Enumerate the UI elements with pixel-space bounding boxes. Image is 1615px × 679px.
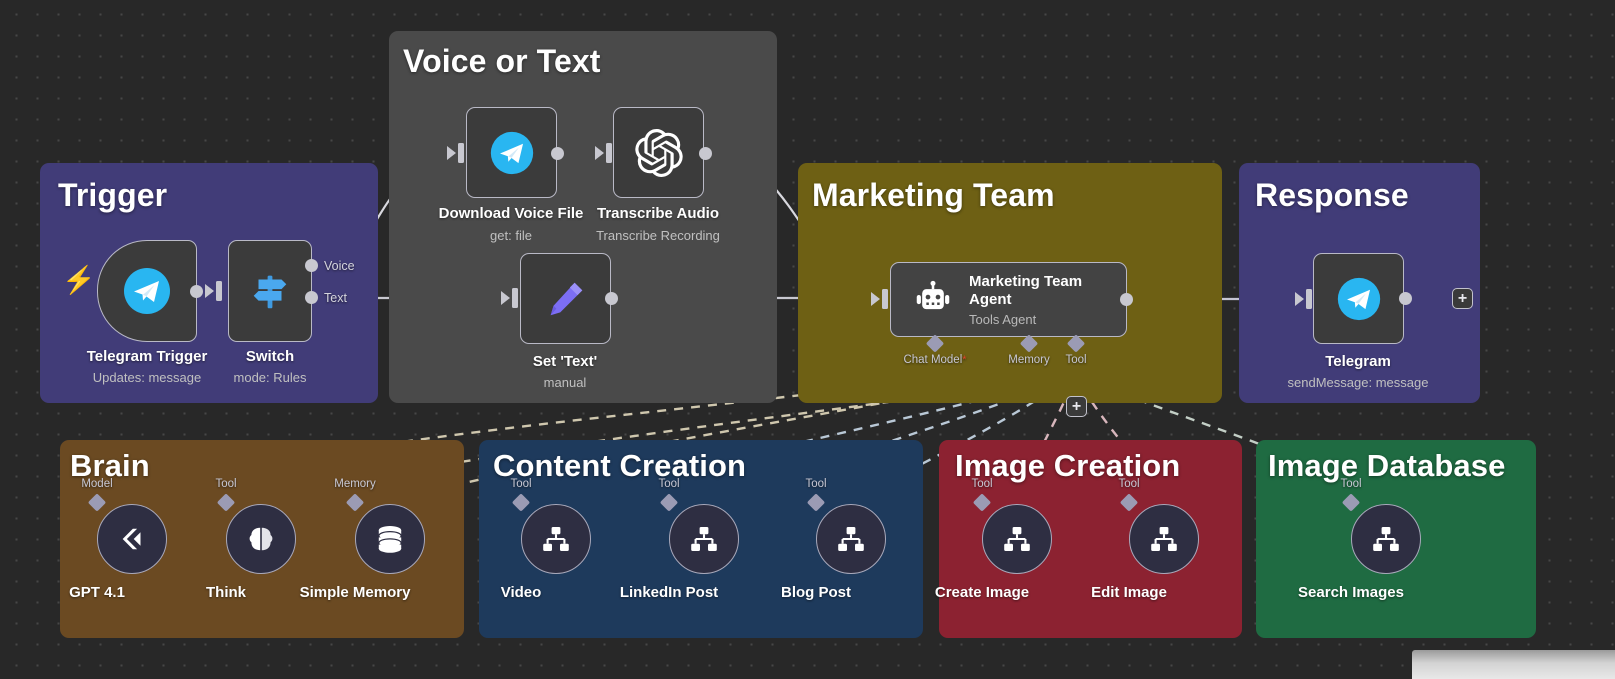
node-sublabel-download-voice-file: get: file <box>490 228 532 243</box>
tool-label-blog-post: Blog Post <box>781 584 851 601</box>
node-sublabel-marketing-team-agent: Tools Agent <box>969 311 1037 327</box>
add-node-button[interactable]: + <box>1452 288 1473 309</box>
port-out-switch-voice[interactable] <box>305 259 318 272</box>
arrow-in-marketing-agent-icon <box>871 292 880 306</box>
port-out-switch-text[interactable] <box>305 291 318 304</box>
group-title-image-database: Image Database <box>1268 448 1506 483</box>
tool-port-label-tool: Tool <box>1340 478 1362 490</box>
tool-label-create-image: Create Image <box>934 584 1030 601</box>
port-in-set-text[interactable] <box>512 288 518 308</box>
workflow-icon <box>1373 527 1399 551</box>
lightning-bolt-icon: ⚡ <box>62 265 96 295</box>
arrow-in-transcribe-audio-icon <box>595 146 604 160</box>
tool-port-label-tool: Tool <box>510 478 532 490</box>
node-label-download-voice-file: Download Voice File <box>438 205 584 222</box>
tool-port-label-tool: Tool <box>215 478 237 490</box>
node-label-telegram-send: Telegram <box>1325 353 1391 370</box>
tool-port-label-model: Model <box>81 478 113 490</box>
workflow-icon <box>691 527 717 551</box>
edge-label-voice: Voice <box>324 259 355 273</box>
telegram-icon <box>124 268 170 314</box>
node-download-voice-file[interactable] <box>466 107 557 198</box>
node-set-text[interactable] <box>520 253 611 344</box>
node-label-switch: Switch <box>245 348 295 365</box>
port-out-marketing-team-agent[interactable] <box>1120 293 1133 306</box>
workflow-icon <box>543 527 569 551</box>
node-switch[interactable] <box>228 240 312 342</box>
group-title-image-creation: Image Creation <box>955 448 1181 483</box>
node-label-transcribe-audio: Transcribe Audio <box>597 205 719 222</box>
group-title-response: Response <box>1255 177 1409 213</box>
port-in-transcribe-audio[interactable] <box>606 143 612 163</box>
tool-port-label-tool: Tool <box>805 478 827 490</box>
port-out-transcribe-audio[interactable] <box>699 147 712 160</box>
port-in-switch[interactable] <box>216 281 222 301</box>
arrow-in-switch-icon <box>205 284 214 298</box>
port-out-telegram-trigger[interactable] <box>190 285 203 298</box>
add-tool-button[interactable]: + <box>1066 396 1087 417</box>
arrow-in-set-text-icon <box>501 291 510 305</box>
tool-port-label-tool: Tool <box>658 478 680 490</box>
tool-label-think: Think <box>206 584 246 601</box>
node-marketing-team-agent[interactable]: Marketing Team Agent Tools Agent <box>890 262 1127 337</box>
required-asterisk-icon: * <box>962 354 967 366</box>
node-label-telegram-trigger: Telegram Trigger <box>86 348 208 365</box>
workflow-icon <box>1151 527 1177 551</box>
tool-label-simple-memory: Simple Memory <box>299 584 411 601</box>
port-in-download-voice-file[interactable] <box>458 143 464 163</box>
group-trigger[interactable]: Trigger <box>40 163 378 403</box>
node-sublabel-telegram-send: sendMessage: message <box>1287 375 1429 390</box>
node-telegram-trigger[interactable] <box>97 240 197 342</box>
node-label-set-text: Set 'Text' <box>532 353 598 370</box>
arrow-in-download-voice-icon <box>447 146 456 160</box>
tool-label-edit-image: Edit Image <box>1091 584 1167 601</box>
node-sublabel-telegram-trigger: Updates: message <box>92 370 202 385</box>
bottom-chrome-strip <box>1412 650 1615 679</box>
group-title-marketing-team: Marketing Team <box>812 177 1055 213</box>
tool-port-label-tool: Tool <box>971 478 993 490</box>
port-out-set-text[interactable] <box>605 292 618 305</box>
workflow-icon <box>838 527 864 551</box>
tool-port-label-tool: Tool <box>1118 478 1140 490</box>
telegram-icon <box>490 131 533 174</box>
node-sublabel-transcribe-audio: Transcribe Recording <box>596 228 720 243</box>
port-in-telegram-send[interactable] <box>1306 289 1312 309</box>
agent-port-label-chat-model: Chat Model <box>903 354 963 366</box>
openai-chevron-icon <box>122 528 141 550</box>
port-in-marketing-team-agent[interactable] <box>882 289 888 309</box>
tool-port-label-memory: Memory <box>334 478 376 490</box>
port-out-download-voice-file[interactable] <box>551 147 564 160</box>
pencil-icon <box>550 282 582 315</box>
node-label-marketing-team-agent: Marketing Team Agent <box>969 272 1083 308</box>
switch-signpost-icon <box>253 275 287 309</box>
agent-port-label-memory: Memory <box>1008 354 1050 366</box>
database-icon <box>378 526 402 553</box>
node-sublabel-set-text: manual <box>543 375 587 390</box>
openai-icon <box>634 128 683 177</box>
tool-label-linkedin-post: LinkedIn Post <box>619 584 719 601</box>
workflow-icon <box>1004 527 1030 551</box>
tool-label-gpt-41: GPT 4.1 <box>69 584 125 601</box>
brain-icon <box>249 527 273 551</box>
robot-icon <box>916 280 950 309</box>
port-out-telegram-send[interactable] <box>1399 292 1412 305</box>
telegram-icon <box>1337 277 1380 320</box>
agent-port-label-tool: Tool <box>1065 354 1087 366</box>
tool-label-video: Video <box>500 584 542 601</box>
node-telegram-send[interactable] <box>1313 253 1404 344</box>
group-title-trigger: Trigger <box>58 177 168 213</box>
arrow-in-telegram-send-icon <box>1295 292 1304 306</box>
node-sublabel-switch: mode: Rules <box>233 370 307 385</box>
node-transcribe-audio[interactable] <box>613 107 704 198</box>
group-title-brain: Brain <box>70 448 150 483</box>
group-title-voice-or-text: Voice or Text <box>403 43 601 79</box>
tool-label-search-images: Search Images <box>1298 584 1404 601</box>
group-title-content-creation: Content Creation <box>493 448 747 483</box>
edge-label-text: Text <box>324 291 347 305</box>
